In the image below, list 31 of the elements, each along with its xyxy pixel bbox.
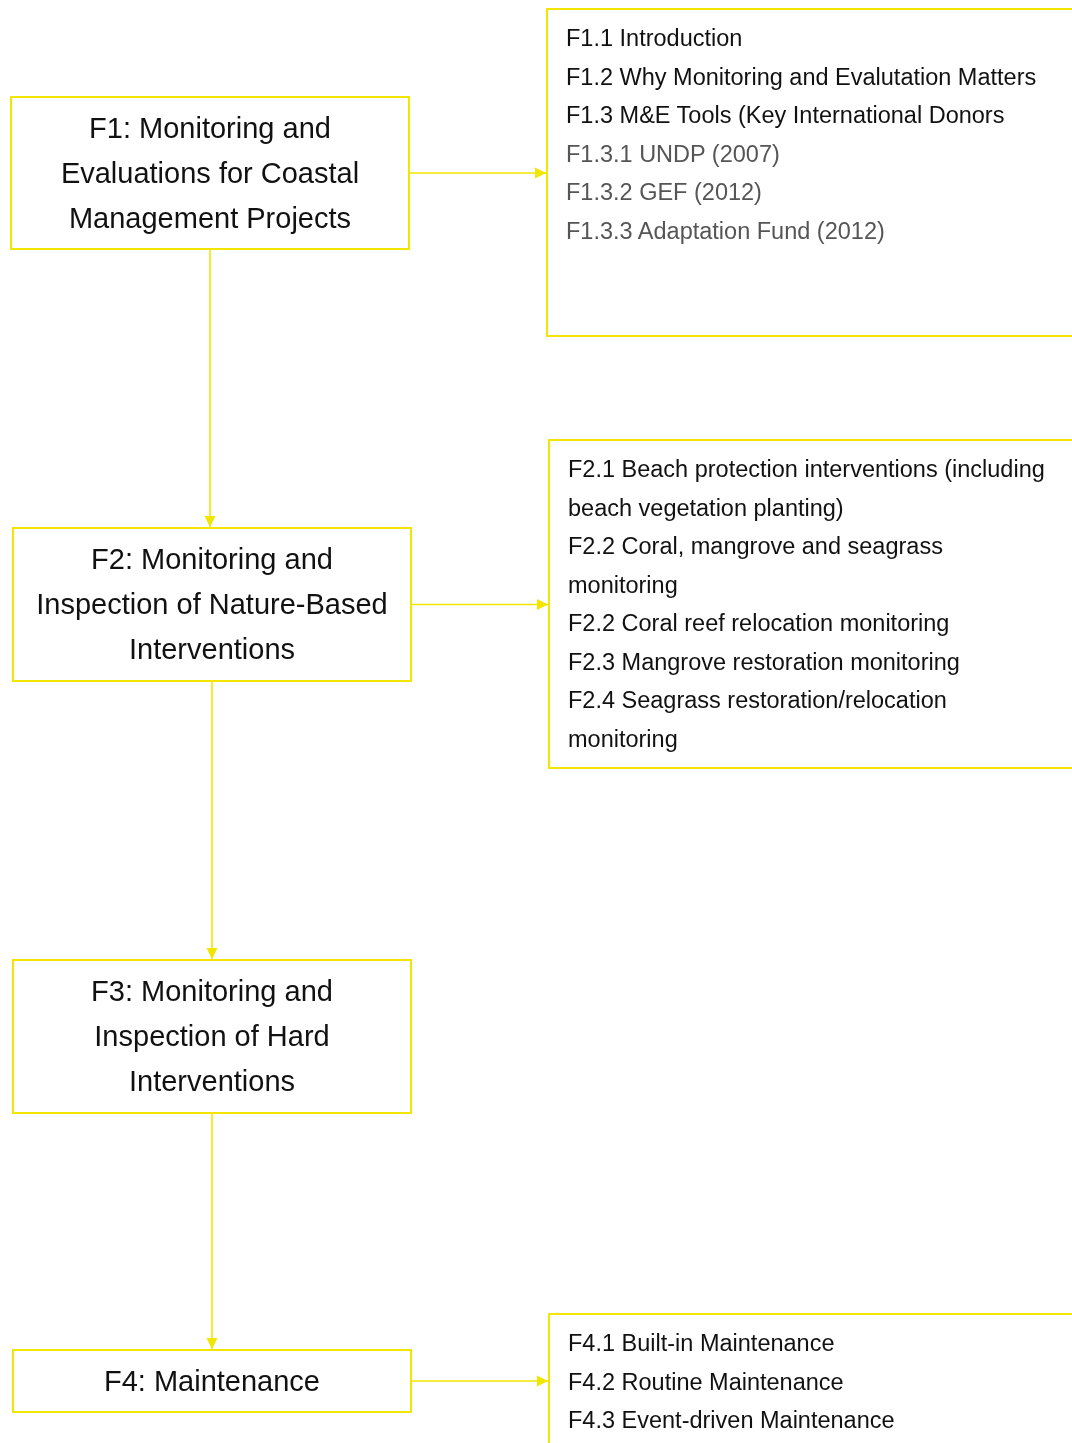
topic-item: F2.1 Beach protection interventions (including beach vegetation planting) <box>568 455 1046 523</box>
arrow <box>411 598 549 611</box>
topic-item: F1.3 M&E Tools (Key International Donors <box>566 101 1006 130</box>
topic-item: F1.2 Why Monitoring and Evalutation Matters <box>566 62 1038 92</box>
topic-list-box <box>548 1313 1072 1443</box>
topic-item: F2.3 Mangrove restoration monitoring <box>568 647 961 677</box>
section-title: F3: Monitoring and Inspection of Hard Interventions <box>90 974 334 1099</box>
arrow <box>409 167 547 179</box>
arrow <box>204 249 216 528</box>
topic-item: F1.3.1 UNDP (2007) <box>566 139 781 169</box>
topic-item: F1.1 Introduction <box>566 24 744 53</box>
topic-item: F1.3.2 GEF (2012) <box>566 178 763 207</box>
section-title: F1: Monitoring and Evaluations for Coastal Management Projects <box>59 110 361 236</box>
topic-item: F4.1 Built-in Maintenance <box>568 1329 836 1358</box>
topic-item: F4.2 Routine Maintenance <box>568 1367 845 1397</box>
section-box <box>12 527 412 682</box>
arrow <box>411 1375 549 1387</box>
topic-item: F4.3 Event-driven Maintenance <box>568 1406 896 1435</box>
section-box <box>10 96 410 250</box>
topic-item: F2.2 Coral reef relocation monitoring <box>568 609 951 638</box>
topic-list-box <box>548 439 1072 769</box>
arrow <box>206 681 218 960</box>
topic-list-box <box>546 8 1072 337</box>
section-box <box>12 959 412 1114</box>
arrow <box>206 1113 218 1350</box>
topic-item: F2.4 Seagrass restoration/relocation monitoring <box>568 686 948 754</box>
section-box <box>12 1349 412 1413</box>
topic-item: F1.3.3 Adaptation Fund (2012) <box>566 216 886 246</box>
section-title: F4: Maintenance <box>104 1363 320 1399</box>
topic-item: F2.2 Coral, mangrove and seagrass monitoring <box>568 532 944 600</box>
section-title: F2: Monitoring and Inspection of Nature-Based Interventions <box>36 542 388 667</box>
